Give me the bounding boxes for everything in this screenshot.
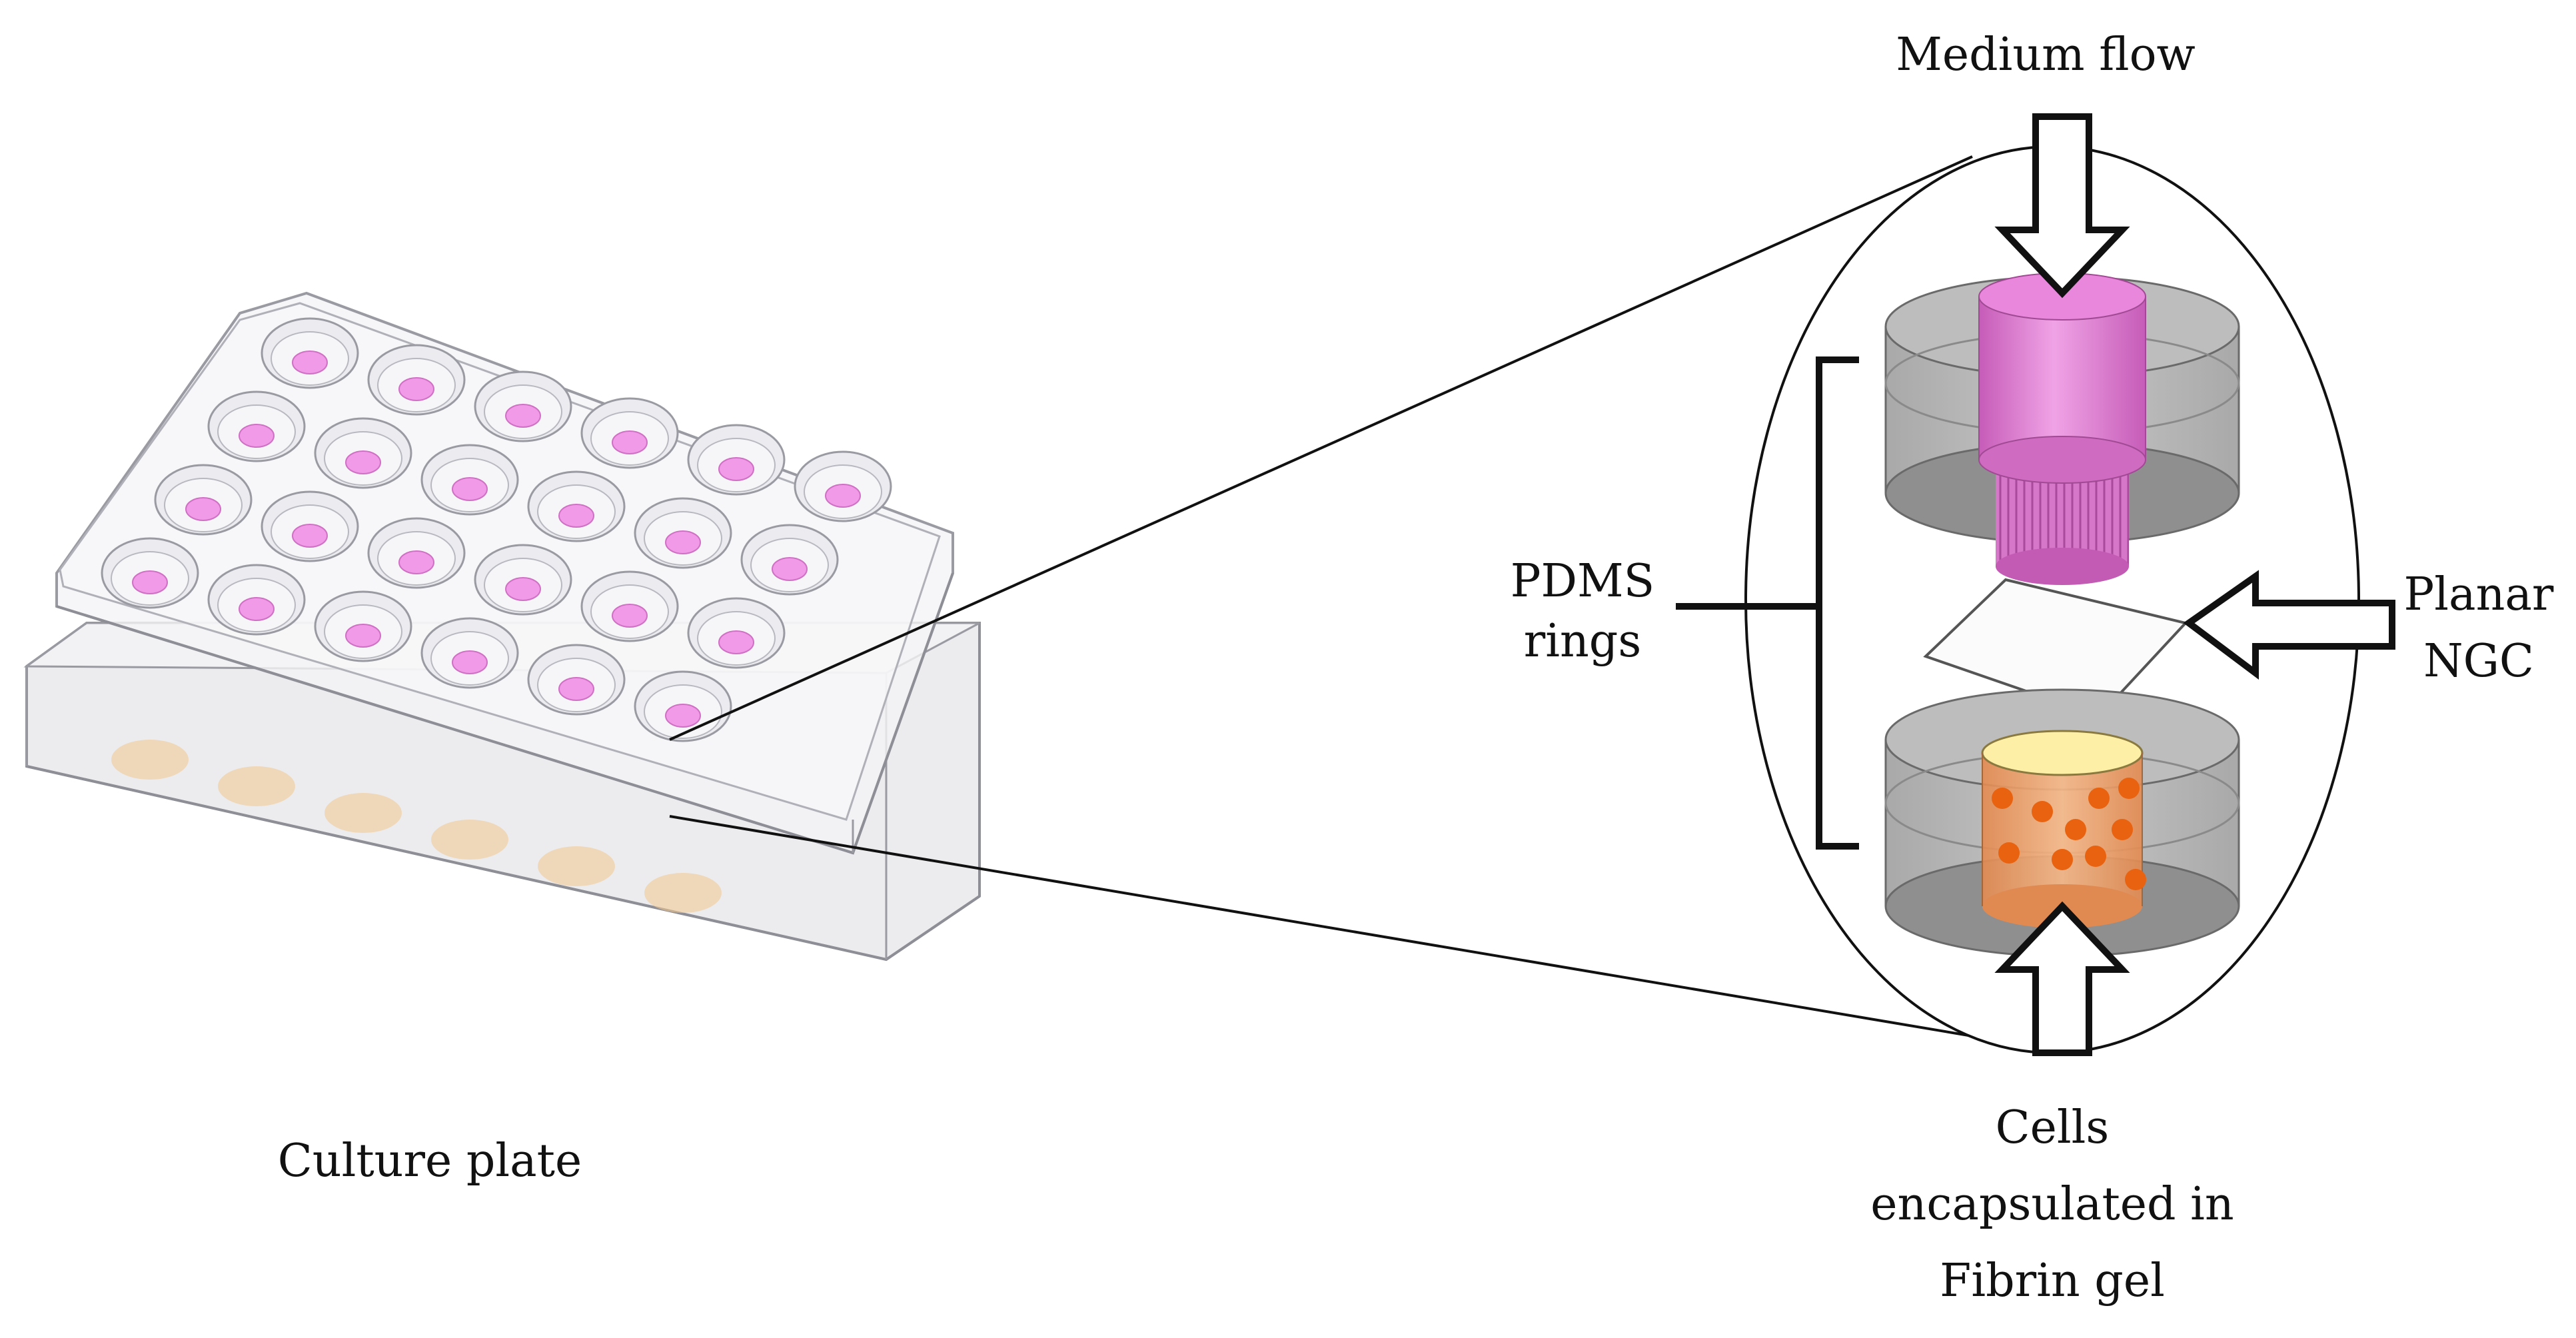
plate-well bbox=[314, 590, 412, 662]
plate-well bbox=[367, 344, 466, 416]
well-underside bbox=[218, 766, 295, 806]
plate-well bbox=[314, 417, 412, 489]
plate-well bbox=[794, 450, 892, 522]
bioreactor-detail bbox=[1676, 113, 2395, 1056]
plate-well bbox=[207, 390, 306, 462]
hollow-arrow-down-icon bbox=[1994, 113, 2130, 299]
well-underside bbox=[538, 846, 615, 886]
pdms-bracket bbox=[1676, 356, 1859, 850]
cell bbox=[2118, 778, 2140, 799]
plate-well bbox=[527, 470, 626, 542]
cell bbox=[2085, 846, 2106, 867]
encapsulated-cells bbox=[1992, 778, 2146, 890]
plate-well bbox=[261, 317, 359, 389]
plate-well bbox=[420, 617, 519, 689]
well-underside bbox=[644, 873, 722, 913]
plate-well bbox=[687, 424, 786, 496]
hollow-arrow-up-icon bbox=[1994, 901, 2130, 1056]
plate-well bbox=[740, 524, 839, 596]
plate-well bbox=[634, 497, 732, 569]
medium-flow-label: Medium flow bbox=[1896, 29, 2196, 81]
cell bbox=[2032, 801, 2053, 822]
cells-label-line3: Fibrin gel bbox=[1940, 1255, 2165, 1307]
plate-well bbox=[207, 564, 306, 636]
plate-well bbox=[474, 544, 572, 616]
plate-well bbox=[154, 464, 253, 536]
cell bbox=[1992, 788, 2013, 809]
well-shadows bbox=[111, 740, 722, 913]
plate-well bbox=[527, 644, 626, 716]
well-underside bbox=[324, 793, 402, 833]
cell bbox=[2065, 819, 2086, 840]
plate-well bbox=[420, 444, 519, 516]
plate-well bbox=[687, 597, 786, 669]
plate-well bbox=[580, 397, 679, 469]
cell bbox=[2125, 869, 2146, 890]
culture-plate-label: Culture plate bbox=[278, 1135, 582, 1187]
cell bbox=[2112, 819, 2133, 840]
cells-label-line2: encapsulated in bbox=[1870, 1178, 2234, 1231]
plate-well bbox=[474, 370, 572, 442]
plate-well bbox=[101, 537, 199, 609]
medium-cylinder bbox=[1978, 273, 2146, 585]
cell bbox=[1998, 842, 2020, 864]
plate-well bbox=[580, 570, 679, 642]
cell bbox=[2088, 788, 2110, 809]
plate-well bbox=[261, 490, 359, 562]
fibrin-gel-cylinder bbox=[1981, 730, 2146, 928]
zoom-line-bottom bbox=[669, 815, 1993, 1041]
cell bbox=[2052, 849, 2073, 870]
well-underside bbox=[111, 740, 189, 780]
pdms-rings-label-line1: PDMS bbox=[1511, 555, 1654, 608]
hollow-arrow-left-icon bbox=[2183, 570, 2395, 680]
pdms-rings-label-line2: rings bbox=[1524, 615, 1641, 668]
zoom-line-top bbox=[669, 155, 1973, 741]
cells-label-line1: Cells bbox=[1996, 1101, 2110, 1154]
well-underside bbox=[431, 820, 508, 860]
well-grid bbox=[101, 317, 892, 742]
culture-plate bbox=[23, 291, 981, 962]
plate-well bbox=[367, 517, 466, 589]
plate-well bbox=[634, 670, 732, 742]
planar-ngc-label-line2: NGC bbox=[2423, 635, 2534, 688]
planar-ngc-label-line1: Planar bbox=[2404, 568, 2554, 621]
